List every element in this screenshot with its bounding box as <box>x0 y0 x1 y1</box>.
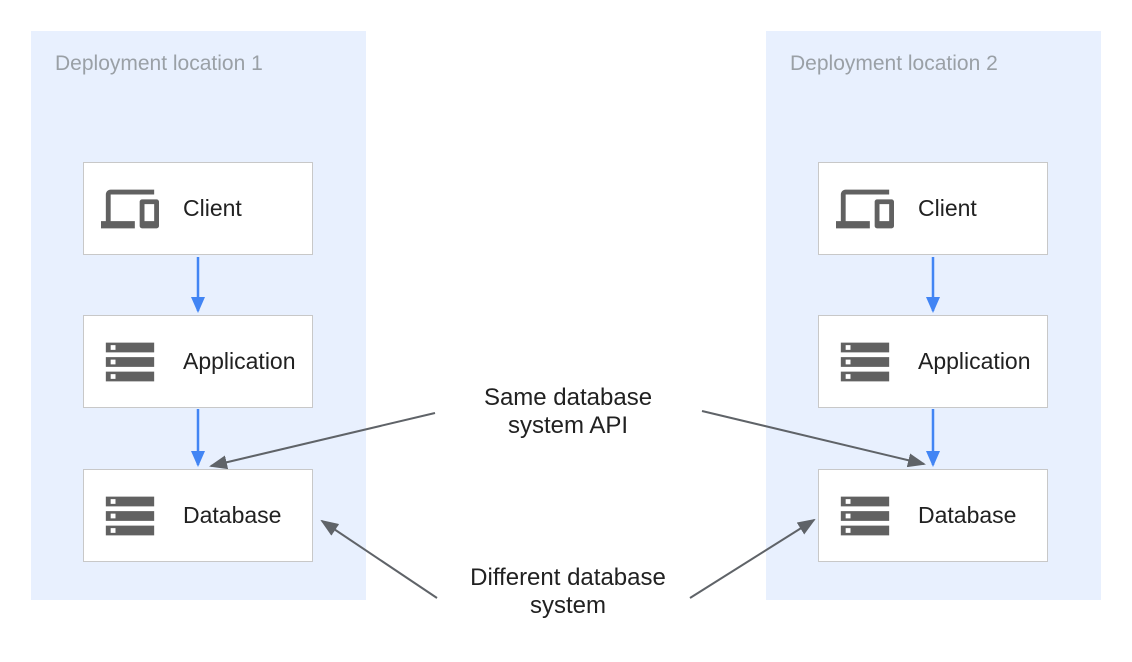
annotation-same-database-api: Same database system API <box>484 384 652 440</box>
node-application: Application <box>818 315 1048 408</box>
deployment-location-2: Deployment location 2 Client Application… <box>766 31 1101 600</box>
annotation-line: system <box>529 592 607 619</box>
location-title: Deployment location 2 <box>790 52 998 75</box>
annotation-line: Same database <box>483 384 653 411</box>
annotation-line: system API <box>507 412 629 439</box>
server-stack-icon <box>836 333 894 391</box>
deployment-location-1: Deployment location 1 Client Application… <box>31 31 366 600</box>
node-database: Database <box>818 469 1048 562</box>
annotation-line: Different database <box>470 564 666 591</box>
node-application: Application <box>83 315 313 408</box>
node-label: Client <box>918 195 977 221</box>
server-stack-icon <box>101 333 159 391</box>
node-client: Client <box>818 162 1048 255</box>
node-label: Client <box>183 195 242 221</box>
annotation-different-database-system: Different database system <box>470 564 666 620</box>
devices-icon <box>836 180 894 238</box>
node-label: Database <box>918 502 1017 528</box>
node-label: Application <box>183 348 296 374</box>
node-label: Database <box>183 502 282 528</box>
server-stack-icon <box>836 487 894 545</box>
server-stack-icon <box>101 487 159 545</box>
location-title: Deployment location 1 <box>55 52 263 75</box>
node-label: Application <box>918 348 1031 374</box>
node-client: Client <box>83 162 313 255</box>
devices-icon <box>101 180 159 238</box>
node-database: Database <box>83 469 313 562</box>
